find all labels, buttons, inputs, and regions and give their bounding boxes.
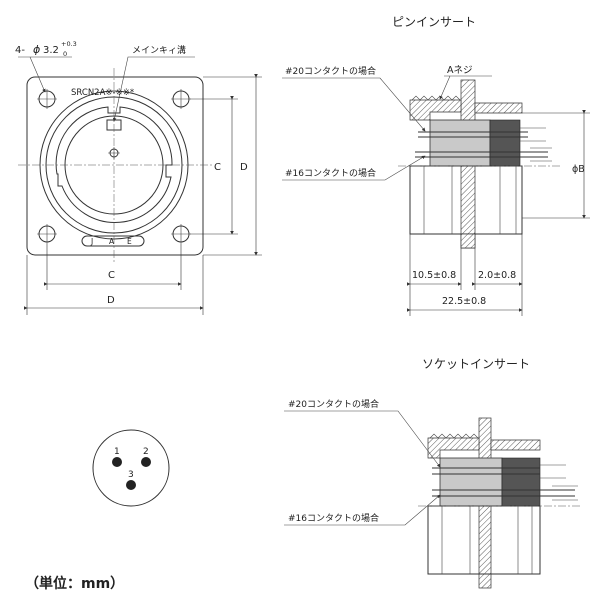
front-view: SRCN2A※-※※* J A E 4- ϕ 3.2 +0.3 0 メインキィ溝…: [15, 40, 262, 315]
pin-contact-16: [415, 151, 548, 158]
socket-thread-marks: [429, 433, 479, 439]
hole-callout-tol-plus: +0.3: [61, 40, 77, 48]
a-screw-leader: [440, 75, 492, 99]
pin-arrangement: 1 2 3: [92, 429, 170, 507]
hole-leader: [18, 56, 72, 92]
pin-contact16-label: #16コンタクトの場合: [285, 167, 376, 179]
insert-outline: [55, 106, 173, 223]
a-screw-label: Aネジ: [447, 65, 473, 76]
pin-3-dot: [126, 480, 136, 490]
hole-callout-phi: ϕ: [33, 43, 40, 56]
dim-d-horizontal: D: [107, 295, 115, 306]
pin-2-label: 2: [143, 447, 149, 457]
dim-total: 22.5±0.8: [442, 296, 486, 307]
socket-contact16-leader: [284, 494, 441, 526]
dim-left: 10.5±0.8: [412, 270, 456, 281]
pin-contact20-leader: [282, 77, 426, 132]
shell-rear-upper: [474, 102, 523, 114]
hole-callout-diameter: 3.2: [43, 45, 59, 56]
pin-contact-20: [418, 131, 528, 138]
dim-phi-b: ϕB: [572, 164, 585, 175]
socket-shell-rear: [490, 439, 541, 451]
model-number: SRCN2A※-※※*: [71, 88, 134, 98]
hole-callout-tol-zero: 0: [63, 50, 67, 58]
jae-letter-e: E: [127, 237, 132, 246]
pin-1-dot: [112, 457, 122, 467]
unit-label: （単位：mm）: [25, 575, 124, 592]
socket-contact-20: [432, 467, 540, 475]
thread-marks: [411, 95, 461, 101]
dim-c-horizontal: C: [108, 270, 115, 281]
socket-contact16-label: #16コンタクトの場合: [288, 512, 379, 524]
socket-contact-16: [432, 489, 575, 497]
socket-insert-body: [439, 457, 503, 507]
dim-right: 2.0±0.8: [478, 270, 516, 281]
socket-insert-rear: [501, 457, 541, 507]
pin-2-dot: [141, 457, 151, 467]
insert-body: [429, 119, 491, 167]
pin-contact20-label: #20コンタクトの場合: [285, 65, 376, 77]
pin-layout-circle: [92, 429, 170, 507]
dim-d-vertical: D: [240, 162, 248, 173]
insert-rear: [489, 119, 521, 167]
pin-insert-title: ピンインサート: [392, 15, 476, 29]
socket-contact20-label: #20コンタクトの場合: [288, 398, 379, 410]
socket-shell-upper: [427, 437, 480, 459]
keyway-leader: [112, 56, 195, 122]
pin-1-label: 1: [114, 447, 120, 457]
pin-contact16-leader: [282, 155, 426, 181]
hole-callout-count: 4-: [15, 45, 25, 56]
pin-insert-section: Aネジ #20コンタクトの場合 #16コンタクトの場合 ϕB 10.5±0.8 …: [282, 65, 590, 316]
socket-insert-section: #20コンタクトの場合 #16コンタクトの場合: [284, 398, 580, 589]
flange-square: [26, 76, 204, 256]
socket-insert-title: ソケットインサート: [422, 357, 530, 371]
keyway-label: メインキィ溝: [132, 44, 186, 56]
jae-letter-j: J: [90, 237, 93, 246]
jae-badge: [81, 235, 145, 247]
pin-3-label: 3: [128, 470, 134, 480]
shell-upper: [409, 99, 462, 121]
jae-letter-a: A: [109, 237, 115, 246]
dim-c-vertical: C: [214, 162, 221, 173]
socket-contact20-leader: [284, 410, 441, 468]
